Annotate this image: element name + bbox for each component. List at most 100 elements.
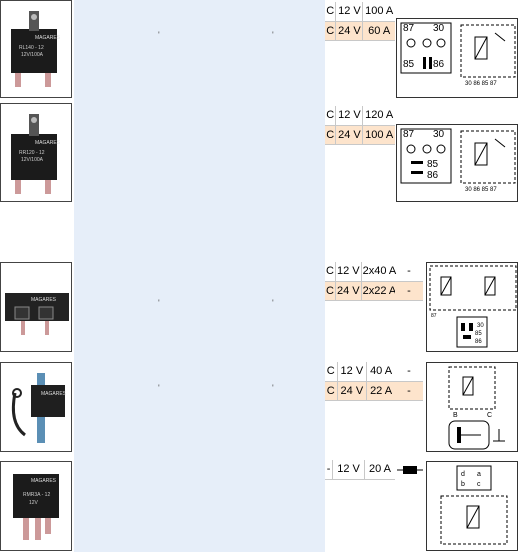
current: 2x40 A (361, 262, 398, 282)
table-row: C 24 V 2x22 A (325, 281, 398, 301)
pin-label: 86 (433, 59, 445, 70)
pin-label: 85 (475, 331, 482, 337)
extra-col-4: - - (395, 362, 423, 401)
pin-label: 87 (431, 313, 437, 319)
table-row: C 12 V 100 A (325, 2, 395, 22)
rating-label: 12V/100A (21, 52, 44, 58)
wiring-diagram-4: B C (426, 362, 518, 452)
tick-mark: ' (158, 383, 160, 393)
pin-label: 86 (427, 170, 439, 181)
current: 60 A (362, 21, 395, 41)
spec-table-2: C 12 V 120 A C 24 V 100 A (325, 106, 395, 145)
extra-value: - (395, 362, 423, 382)
table-row: - 12 V 20 A (325, 460, 395, 480)
table-row: C 12 V 2x40 A (325, 262, 398, 282)
relay-photo-5: MAGARES RMR3A - 12 12V (13, 474, 59, 540)
extra-value: - (395, 381, 423, 401)
contact-type: C (325, 381, 338, 401)
table-row: C 12 V 120 A (325, 106, 395, 126)
table-row: - (395, 262, 423, 282)
table-row: - (395, 281, 423, 301)
voltage: 24 V (335, 281, 362, 301)
model-label: RR120 - 12 (19, 150, 45, 156)
table-row: C 24 V 60 A (325, 21, 395, 41)
relay-photo-3: MAGARES (5, 293, 69, 335)
wiring-diagram-2: 87 30 85 86 30 86 85 87 (396, 124, 518, 202)
table-row: C 12 V 40 A (325, 362, 395, 382)
spec-table-5: - 12 V 20 A (325, 460, 395, 480)
current: 120 A (362, 106, 395, 126)
product-image-1: MAGARES RL140 - 12 12V/100A (0, 0, 72, 98)
voltage: 12 V (335, 106, 364, 126)
voltage: 12 V (337, 362, 368, 382)
brand-label: MAGARES (35, 140, 61, 146)
brand-label: MAGARES (41, 391, 67, 397)
product-image-5: MAGARES RMR3A - 12 12V (0, 461, 72, 551)
pin-label: 30 (477, 323, 484, 329)
tick-mark: ' (272, 30, 274, 40)
contact-type: C (325, 21, 337, 41)
model-label: RMR3A - 12 (23, 492, 50, 498)
relay-photo-2: MAGARES RR120 - 12 12V/100A (11, 114, 61, 194)
product-image-2: MAGARES RR120 - 12 12V/100A (0, 103, 72, 202)
pin-label: 86 (475, 339, 482, 345)
current: 20 A (364, 460, 395, 480)
tick-mark: ' (158, 30, 160, 40)
contact-type: C (325, 262, 336, 282)
extra-value: - (395, 281, 423, 301)
pin-label: 85 (427, 159, 439, 170)
pin-label: 87 (403, 129, 415, 140)
relay-photo-4: MAGARES (11, 373, 67, 443)
description-column (74, 0, 325, 552)
extra-value: - (395, 262, 423, 282)
current: 100 A (362, 125, 395, 145)
voltage: 12 V (335, 262, 362, 282)
voltage: 12 V (335, 2, 364, 22)
voltage: 24 V (335, 21, 364, 41)
contact-type: C (325, 281, 336, 301)
pin-label: a (477, 471, 481, 478)
rating-label: 12V (29, 500, 39, 506)
pin-label: d (461, 471, 465, 478)
relay-photo-1: MAGARES RL140 - 12 12V/100A (11, 11, 61, 87)
current: 100 A (362, 2, 395, 22)
pin-label: 85 (403, 59, 415, 70)
tick-mark: ' (158, 298, 160, 308)
current: 2x22 A (361, 281, 398, 301)
brand-label: MAGARES (31, 478, 57, 484)
pin-label: 30 (433, 23, 445, 34)
pin-label: c (477, 481, 481, 488)
spec-table-1: C 12 V 100 A C 24 V 60 A (325, 2, 395, 41)
pin-label: 30 (433, 129, 445, 140)
resistor-icon (397, 466, 423, 474)
spec-table-3: C 12 V 2x40 A C 24 V 2x22 A (325, 262, 398, 301)
table-row: C 24 V 22 A (325, 381, 395, 401)
product-image-4: MAGARES (0, 362, 72, 452)
current: 40 A (366, 362, 395, 382)
contact-type: C (325, 362, 338, 382)
contact-type: C (325, 2, 337, 22)
brand-label: MAGARES (35, 35, 61, 41)
wiring-diagram-3: 30 85 86 87 (426, 262, 518, 352)
table-row: - (395, 381, 423, 401)
contact-type: C (325, 125, 337, 145)
pin-label: B (453, 412, 458, 419)
product-image-3: MAGARES (0, 262, 72, 352)
voltage: 24 V (337, 381, 368, 401)
pin-label: b (461, 481, 465, 488)
table-row: C 24 V 100 A (325, 125, 395, 145)
contact-type: C (325, 106, 337, 126)
tick-mark: ' (272, 298, 274, 308)
wiring-diagram-5: d a b c (426, 461, 518, 551)
contact-type: - (325, 460, 334, 480)
current: 22 A (366, 381, 395, 401)
voltage: 12 V (332, 460, 365, 480)
bottom-pins: 30 86 85 87 (465, 81, 497, 87)
model-label: RL140 - 12 (19, 45, 44, 51)
pin-label: C (487, 412, 492, 419)
voltage: 24 V (335, 125, 364, 145)
spec-table-4: C 12 V 40 A C 24 V 22 A (325, 362, 395, 401)
extra-col-3: - - (395, 262, 423, 301)
brand-label: MAGARES (31, 297, 57, 303)
wiring-diagram-1: 87 30 85 86 30 86 85 87 (396, 18, 518, 98)
